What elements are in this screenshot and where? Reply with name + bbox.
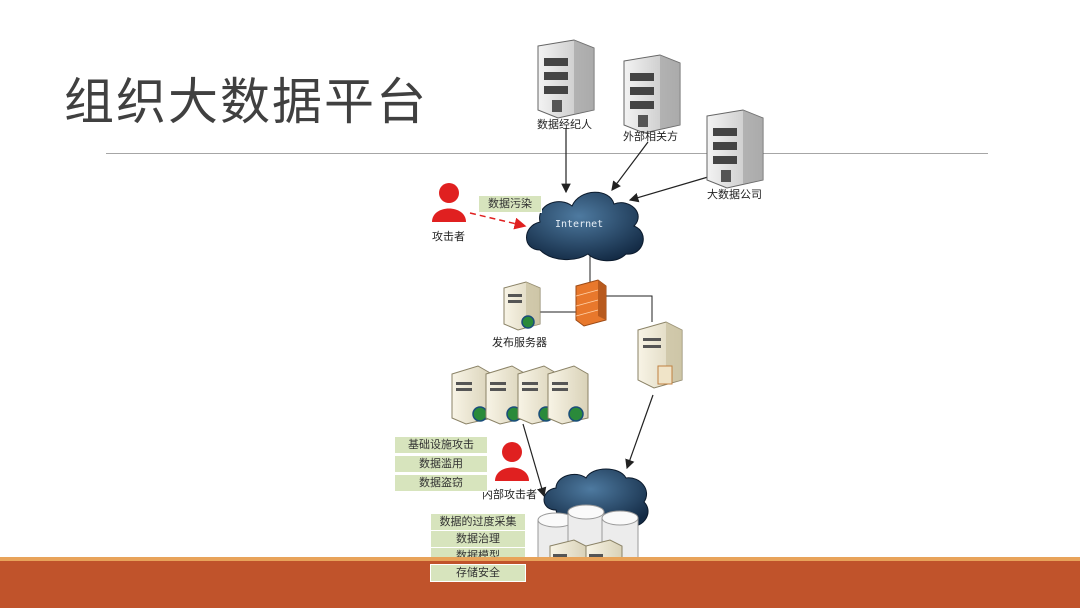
building-icon-external-party xyxy=(623,54,681,134)
external-party-label: 外部相关方 xyxy=(623,130,678,143)
data-broker-label: 数据经纪人 xyxy=(537,118,592,131)
application-server-icon xyxy=(637,321,683,389)
firewall-icon xyxy=(575,279,607,327)
tag-data-governance: 数据治理 xyxy=(430,530,526,548)
footer-accent-line xyxy=(0,557,1080,561)
tag-over-collection: 数据的过度采集 xyxy=(430,513,526,531)
tag-storage-security: 存储安全 xyxy=(430,564,526,582)
connectors xyxy=(469,128,709,498)
insider-label: 内部攻击者 xyxy=(482,488,537,501)
internet-label: Internet xyxy=(555,219,604,230)
insider-person-icon xyxy=(495,442,529,481)
tag-infrastructure-attack: 基础设施攻击 xyxy=(394,436,488,454)
tag-data-theft: 数据盗窃 xyxy=(394,474,488,492)
attacker-person-icon xyxy=(432,183,466,222)
attacker-label: 攻击者 xyxy=(432,230,465,243)
publish-server-label: 发布服务器 xyxy=(492,336,547,349)
big-data-company-label: 大数据公司 xyxy=(707,188,762,201)
server-cluster-icon xyxy=(451,365,589,425)
tag-data-abuse: 数据滥用 xyxy=(394,455,488,473)
building-icon-big-data-company xyxy=(706,109,764,189)
internet-cloud-icon xyxy=(526,191,644,262)
title-divider xyxy=(106,153,988,154)
building-icon-data-broker xyxy=(537,39,595,119)
slide-title: 组织大数据平台 xyxy=(64,73,428,131)
tag-data-pollution: 数据污染 xyxy=(478,195,542,213)
footer-band xyxy=(0,561,1080,608)
publish-server-icon xyxy=(503,281,541,331)
